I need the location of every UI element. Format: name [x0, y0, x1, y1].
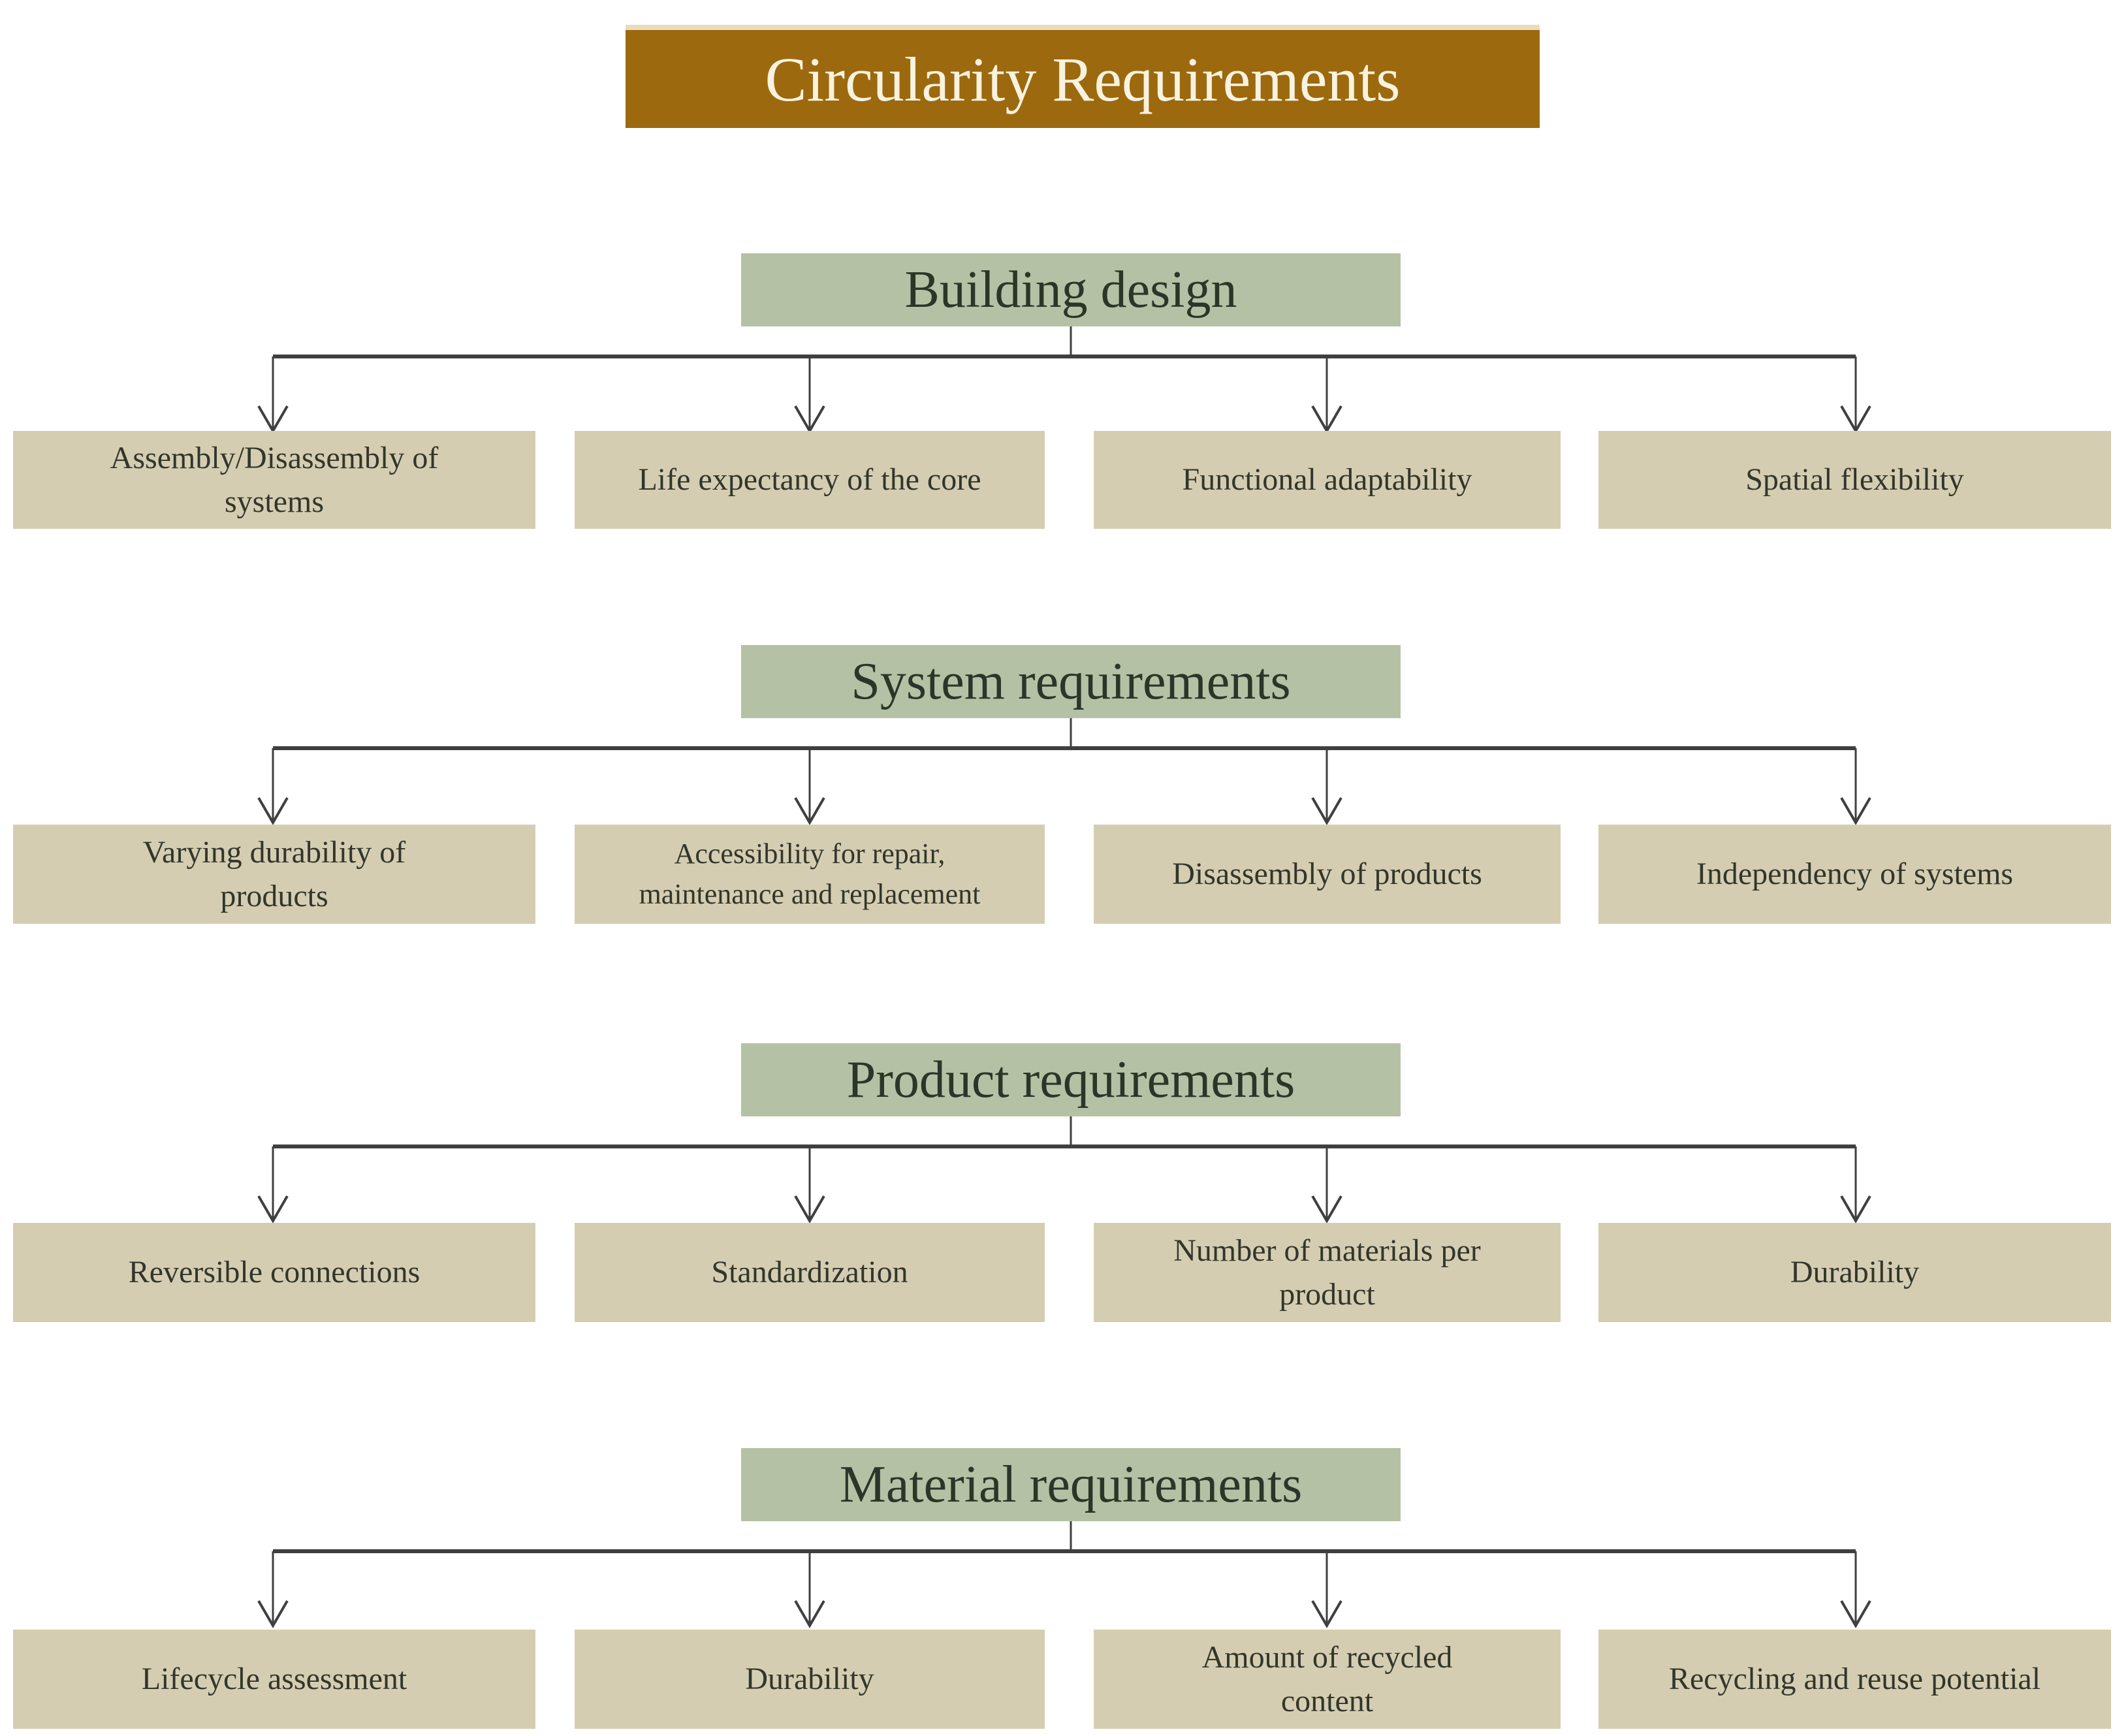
- node-varying-durability-of-products: Varying durability of products: [13, 825, 535, 924]
- node-assembly-disassembly-of-systems: Assembly/Disassembly of systems: [13, 431, 535, 529]
- tree-connector-product-requirements: [0, 1116, 2128, 1225]
- node-accessibility-for-repair-maintenance-replacement: Accessibility for repair, maintenance an…: [575, 825, 1045, 924]
- node-durability-product: Durability: [1598, 1223, 2111, 1322]
- section-header-system-requirements: System requirements: [741, 645, 1401, 718]
- diagram-title: Circularity Requirements: [626, 25, 1540, 128]
- node-lifecycle-assessment: Lifecycle assessment: [13, 1630, 535, 1729]
- node-amount-of-recycled-content: Amount of recycled content: [1094, 1630, 1561, 1729]
- tree-connector-building-design: [0, 326, 2128, 435]
- node-independency-of-systems: Independency of systems: [1598, 825, 2111, 924]
- section-header-building-design: Building design: [741, 253, 1401, 326]
- section-header-product-requirements: Product requirements: [741, 1043, 1401, 1116]
- node-standardization: Standardization: [575, 1223, 1045, 1322]
- section-header-material-requirements: Material requirements: [741, 1448, 1401, 1521]
- node-durability-material: Durability: [575, 1630, 1045, 1729]
- node-functional-adaptability: Functional adaptability: [1094, 431, 1561, 529]
- node-number-of-materials-per-product: Number of materials per product: [1094, 1223, 1561, 1322]
- node-life-expectancy-of-the-core: Life expectancy of the core: [575, 431, 1045, 529]
- tree-connector-material-requirements: [0, 1521, 2128, 1630]
- node-reversible-connections: Reversible connections: [13, 1223, 535, 1322]
- node-recycling-and-reuse-potential: Recycling and reuse potential: [1598, 1630, 2111, 1729]
- node-spatial-flexibility: Spatial flexibility: [1598, 431, 2111, 529]
- tree-connector-system-requirements: [0, 718, 2128, 827]
- node-disassembly-of-products: Disassembly of products: [1094, 825, 1561, 924]
